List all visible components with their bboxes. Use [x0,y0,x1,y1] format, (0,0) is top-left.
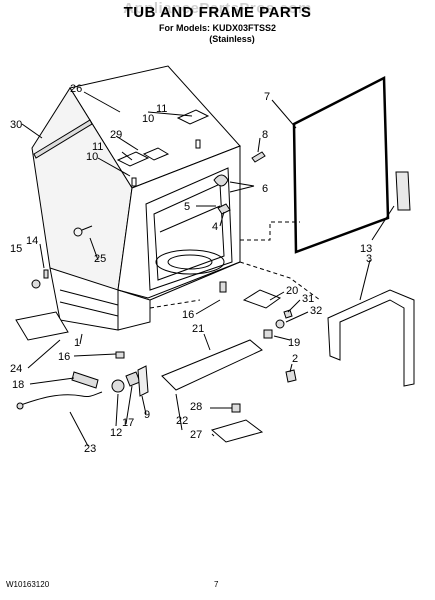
callout-20: 20 [286,285,298,297]
part-32 [275,319,285,329]
screw-10-top [195,139,201,149]
document-number: W10163120 [6,580,50,589]
callout-8: 8 [262,129,268,141]
callout-22: 22 [176,415,188,427]
callout-23: 23 [84,443,96,455]
callout-9: 9 [144,409,150,421]
part-20 [242,289,282,309]
screw-16-left [115,351,125,359]
callout-10-top: 10 [142,113,154,125]
callout-3: 3 [366,253,372,265]
callout-11-top: 11 [156,103,167,115]
callout-16-right: 16 [182,309,194,321]
part-21 [161,339,263,391]
bracket-11-mid [116,151,150,167]
callout-31: 31 [302,293,314,305]
callout-13: 13 [360,243,372,255]
part-6-clip [213,174,229,187]
callout-5: 5 [184,201,190,213]
callout-32: 32 [310,305,322,317]
watermark: AppliancePartsPros.com [123,0,312,17]
callout-1: 1 [74,337,80,349]
part-28 [231,403,241,413]
callout-19: 19 [288,337,300,349]
tub-assembly [31,65,241,331]
part-23-connector [16,402,24,410]
callout-24: 24 [10,363,22,375]
callout-30: 30 [10,119,22,131]
callout-16-left: 16 [58,351,70,363]
part-18 [71,371,99,389]
callout-17: 17 [122,417,134,429]
models-line: For Models: KUDX03FTSS2 [158,23,277,33]
callout-4: 4 [212,221,218,233]
part-4 [217,203,231,215]
part-31 [283,309,293,319]
part-9 [137,365,149,397]
part-15 [31,279,41,289]
callout-15: 15 [10,243,22,255]
callout-29: 29 [110,129,122,141]
callout-6: 6 [262,183,268,195]
callout-14: 14 [26,235,38,247]
part-29 [142,147,170,161]
callout-11-mid: 11 [92,141,103,153]
page-number: 7 [214,580,219,589]
callout-26: 26 [70,83,82,95]
callout-28: 28 [190,401,202,413]
part-14 [43,269,49,279]
variant-line: (Stainless) [209,34,255,44]
screw-16-right [219,281,227,293]
callout-27: 27 [190,429,202,441]
callout-12: 12 [110,427,122,439]
part-12 [111,379,125,393]
part-8 [251,151,266,163]
part-2 [285,369,297,383]
callout-21: 21 [192,323,204,335]
callout-10-mid: 10 [86,151,98,163]
screw-10-mid [131,177,137,187]
callout-2: 2 [292,353,298,365]
part-30-rod [33,119,93,159]
callout-25: 25 [94,253,106,265]
door-gasket-7 [292,75,390,254]
callout-18: 18 [12,379,24,391]
part-19 [263,329,273,339]
part-24 [15,311,69,341]
part-27 [210,419,264,443]
bottom-seal-3 [327,289,415,387]
callout-7: 7 [264,91,270,103]
diagram-title: TUB AND FRAME PARTS [123,4,312,21]
bracket-11-top [176,109,210,125]
part-13 [395,171,411,211]
